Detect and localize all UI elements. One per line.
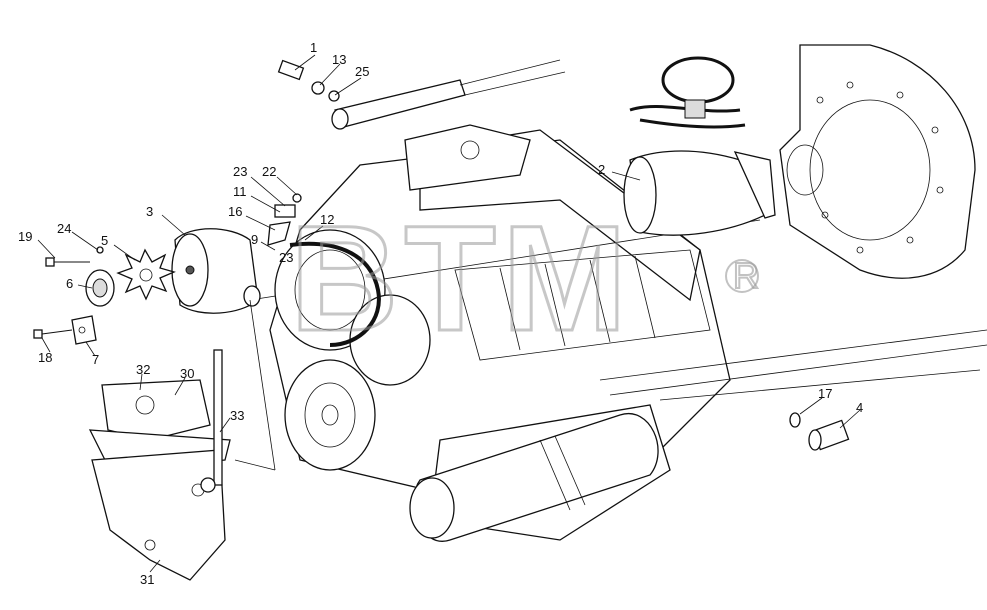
callout-4: 4 <box>856 400 863 415</box>
callout-17: 17 <box>818 386 832 401</box>
flywheel-housing <box>779 44 976 279</box>
callout-11: 11 <box>233 184 247 199</box>
leader-lines <box>37 54 861 573</box>
registered-mark: R <box>733 255 759 296</box>
part-3-alternator <box>171 228 259 314</box>
callout-31: 31 <box>140 572 154 587</box>
callout-2: 2 <box>598 162 605 177</box>
callout-6: 6 <box>66 276 73 291</box>
front-pulleys <box>274 229 431 471</box>
bracket-fasteners <box>243 193 302 307</box>
callout-23-top: 23 <box>233 164 247 179</box>
callout-23-mid: 23 <box>279 250 293 265</box>
callout-3: 3 <box>146 204 153 219</box>
callout-7: 7 <box>92 352 99 367</box>
wire-harness-coil <box>629 56 746 129</box>
callout-25: 25 <box>355 64 369 79</box>
callout-22: 22 <box>262 164 276 179</box>
callout-18: 18 <box>38 350 52 365</box>
callout-30: 30 <box>180 366 194 381</box>
callout-1: 1 <box>310 40 317 55</box>
part-19-bolt <box>45 257 90 267</box>
callout-24: 24 <box>57 221 71 236</box>
callout-labels: 1 13 25 2 23 22 11 16 12 9 23 3 24 5 19 … <box>18 40 863 587</box>
part-33-rod <box>200 349 223 493</box>
part-7-bracket <box>71 315 97 345</box>
callout-33: 33 <box>230 408 244 423</box>
part-24-washer <box>96 246 104 254</box>
callout-19: 19 <box>18 229 32 244</box>
callout-13: 13 <box>332 52 346 67</box>
callout-16: 16 <box>228 204 242 219</box>
part-5-fan <box>116 248 176 301</box>
part-2-starter <box>623 150 776 236</box>
starter-motor-bottom <box>409 412 659 542</box>
callout-9: 9 <box>251 232 258 247</box>
part-31-bracket-base <box>91 449 226 581</box>
callout-12: 12 <box>320 212 334 227</box>
part-6-pulley <box>85 269 115 307</box>
part-4-sensor <box>808 419 850 451</box>
fuel-tube-assembly <box>277 59 566 130</box>
callout-32: 32 <box>136 362 150 377</box>
watermark-text: BTM <box>290 194 633 362</box>
part-18-bolt <box>33 329 73 339</box>
watermark: BTM R <box>289 193 761 364</box>
part-17-washer <box>789 412 801 428</box>
callout-5: 5 <box>101 233 108 248</box>
